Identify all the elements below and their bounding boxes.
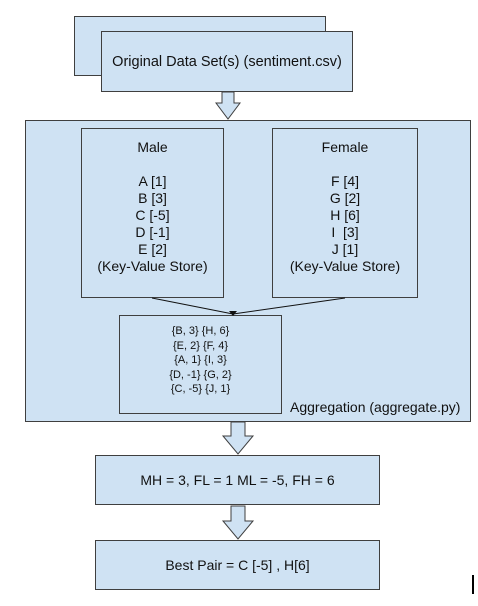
best-pair-label: Best Pair = C [-5] , H[6] xyxy=(165,557,310,573)
pair-item: {D, -1} {G, 2} xyxy=(169,368,232,381)
sums-node: MH = 3, FL = 1 ML = -5, FH = 6 xyxy=(95,455,380,505)
female-item: G [2] xyxy=(329,190,361,206)
flow-arrow xyxy=(215,91,241,120)
male-connector xyxy=(151,297,234,315)
data-set-node: Original Data Set(s) (sentiment.csv) xyxy=(101,31,353,92)
male-title: Male xyxy=(137,139,168,155)
male-store-type: (Key-Value Store) xyxy=(97,258,208,274)
connector-arrowhead xyxy=(229,311,237,316)
flow-arrow xyxy=(221,505,255,540)
female-item: I [3] xyxy=(331,224,359,240)
pairs-node: {B, 3} {H, 6} {E, 2} {F, 4} {A, 1} {I, 3… xyxy=(119,315,282,414)
male-item: D [-1] xyxy=(135,224,170,240)
best-pair-node: Best Pair = C [-5] , H[6] xyxy=(95,540,380,590)
flow-arrow xyxy=(221,421,255,455)
female-store-type: (Key-Value Store) xyxy=(289,258,401,274)
pair-item: {A, 1} {I, 3} xyxy=(174,354,227,366)
pair-item: {B, 3} {H, 6} xyxy=(171,325,230,337)
male-item: A [1] xyxy=(138,173,167,189)
male-item: E [2] xyxy=(138,241,167,257)
pair-item: {E, 2} {F, 4} xyxy=(172,339,229,352)
female-store-node: Female F [4] G [2] H [6] I [3] J [1] (Ke… xyxy=(272,128,418,298)
pair-item: {C, -5} {J, 1} xyxy=(170,383,231,395)
male-store-node: Male A [1] B [3] C [-5] D [-1] E [2] (Ke… xyxy=(81,128,224,298)
data-set-label: Original Data Set(s) (sentiment.csv) xyxy=(112,53,342,70)
female-item: F [4] xyxy=(330,173,359,189)
female-title: Female xyxy=(321,139,369,155)
female-connector xyxy=(232,297,346,315)
female-item: J [1] xyxy=(331,241,359,257)
male-item: C [-5] xyxy=(135,207,170,223)
male-item: B [3] xyxy=(138,190,167,206)
sums-label: MH = 3, FL = 1 ML = -5, FH = 6 xyxy=(140,472,335,488)
aggregation-label: Aggregation (aggregate.py) xyxy=(290,399,461,415)
female-item: H [6] xyxy=(330,207,360,223)
text-cursor xyxy=(472,575,474,594)
